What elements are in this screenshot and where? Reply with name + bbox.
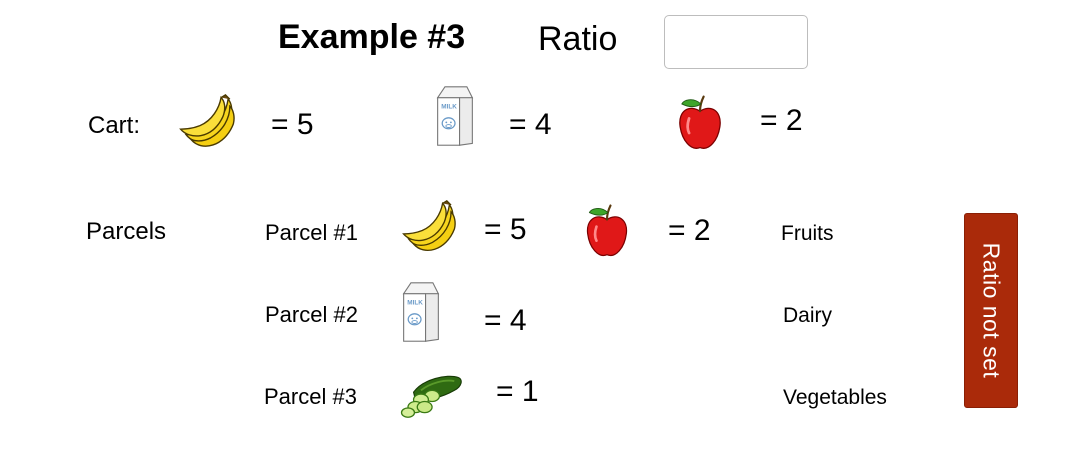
banana-icon — [174, 94, 240, 152]
parcel-3-label: Parcel #3 — [264, 384, 357, 409]
parcel-2-category: Dairy — [783, 304, 833, 327]
milk-carton-icon — [434, 80, 476, 152]
parcel-1-label: Parcel #1 — [265, 220, 358, 245]
cart-label: Cart: — [88, 112, 141, 139]
apple-icon — [582, 202, 632, 260]
banana-icon — [398, 200, 460, 256]
cart-banana-count: = 5 — [271, 108, 314, 141]
parcel-1-category: Fruits — [781, 222, 834, 245]
ratio-status-label: Ratio not set — [978, 242, 1005, 379]
ratio-status-button[interactable]: Ratio not set — [964, 213, 1018, 408]
parcel-2-label: Parcel #2 — [265, 302, 358, 327]
parcel-3-cucumber-count: = 1 — [496, 375, 539, 408]
apple-icon — [675, 93, 725, 153]
cart-milk-count: = 4 — [509, 108, 552, 141]
parcel-2-milk-count: = 4 — [484, 304, 527, 337]
page-title: Example #3 — [278, 18, 466, 56]
milk-carton-icon — [400, 277, 442, 347]
cucumber-icon — [399, 370, 467, 420]
parcel-3-category: Vegetables — [783, 386, 887, 409]
parcel-1-apple-count: = 2 — [668, 214, 711, 247]
ratio-label: Ratio — [538, 20, 618, 58]
parcels-label: Parcels — [86, 218, 167, 245]
parcel-1-banana-count: = 5 — [484, 213, 527, 246]
cart-apple-count: = 2 — [760, 104, 803, 137]
ratio-input[interactable] — [664, 15, 808, 69]
